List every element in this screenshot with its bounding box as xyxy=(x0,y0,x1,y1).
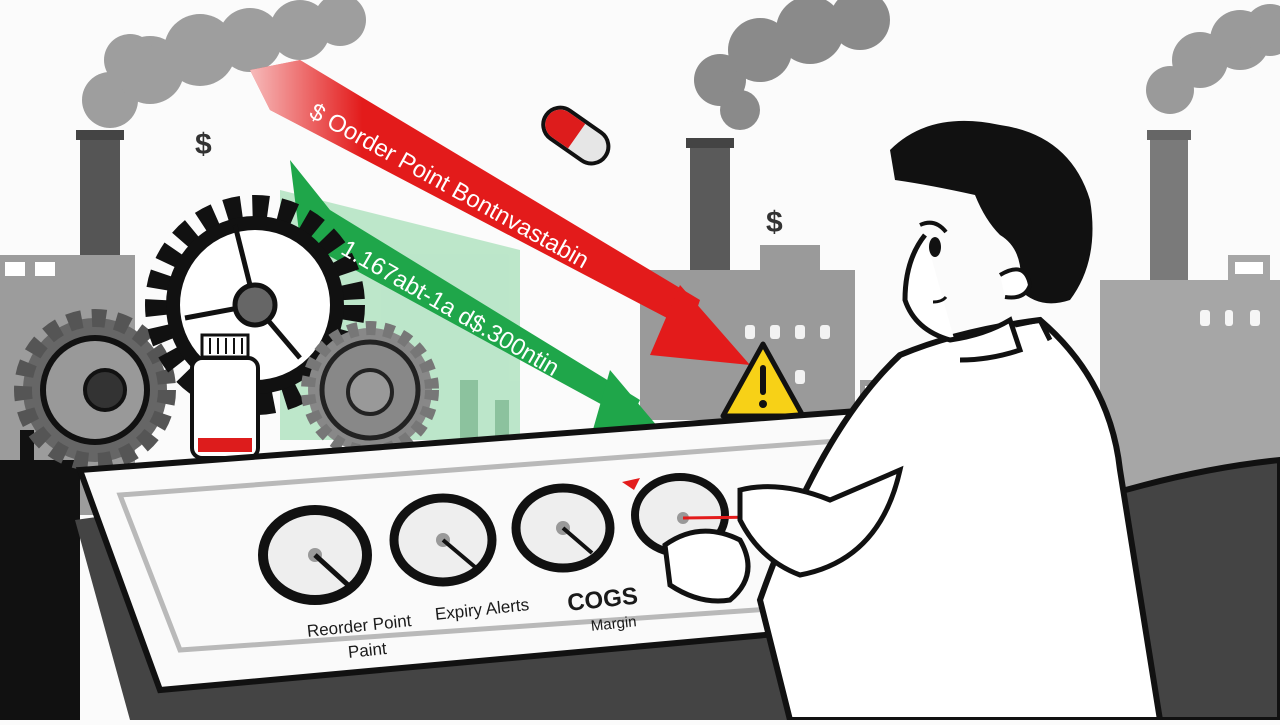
gauge-expiry-alerts[interactable] xyxy=(389,493,497,587)
pill-capsule-icon xyxy=(541,105,611,166)
gear-icon xyxy=(14,309,176,471)
control-panel xyxy=(75,406,960,720)
medicine-bottle-icon xyxy=(190,333,260,460)
gear-icon xyxy=(145,195,365,415)
dollar-sign-icon: $ xyxy=(766,206,783,239)
red-trend-arrow xyxy=(250,60,750,365)
gear-icon xyxy=(301,321,439,459)
smoke-cloud-icon xyxy=(82,0,366,128)
gauge-reorder-point[interactable] xyxy=(258,505,372,605)
dollar-sign-icon: $ xyxy=(195,128,212,161)
gauge-cogs-margin[interactable] xyxy=(511,483,615,573)
gauge-label-reorder-point-sub: Paint xyxy=(347,638,388,662)
smoke-cloud-icon xyxy=(1146,4,1280,114)
person-lab-coat xyxy=(662,120,1164,723)
factory-left xyxy=(0,130,135,720)
smoke-cloud-icon xyxy=(694,0,890,130)
